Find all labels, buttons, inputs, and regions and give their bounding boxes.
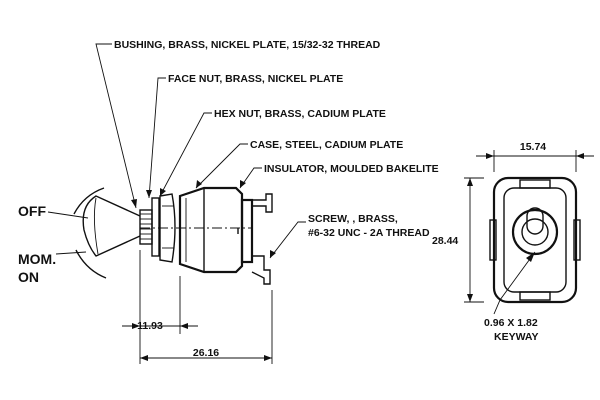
insulator	[240, 198, 254, 264]
toggle-lever	[82, 195, 141, 257]
side-dimension-lines	[122, 250, 273, 364]
callout-screw-line1: SCREW, , BRASS,	[308, 213, 398, 225]
case	[178, 186, 244, 274]
end-view	[489, 176, 581, 315]
toggle-lever-shading	[93, 197, 99, 255]
dimension-bushing-length: 11.93	[137, 320, 163, 332]
callout-keyway-line2: KEYWAY	[494, 331, 539, 343]
dimension-overall-length: 26.16	[193, 347, 219, 359]
off-pointer-line	[47, 211, 89, 219]
end-view-outline	[492, 176, 578, 304]
face-nut	[151, 197, 160, 257]
callout-case: CASE, STEEL, CADIUM PLATE	[250, 139, 403, 151]
upper-terminal	[252, 193, 273, 213]
callout-bushing: BUSHING, BRASS, NICKEL PLATE, 15/32-32 T…	[114, 39, 381, 51]
callout-keyway-line1: 0.96 X 1.82	[484, 317, 538, 329]
position-on-label: ON	[18, 269, 39, 285]
callout-leaders	[95, 43, 306, 259]
bushing-thread-marks	[140, 213, 152, 240]
callout-screw-line2: #6-32 UNC - 2A THREAD	[308, 227, 430, 239]
callout-insulator: INSULATOR, MOULDED BAKELITE	[264, 163, 439, 175]
end-dimension-lines	[464, 150, 594, 303]
position-off-label: OFF	[18, 203, 46, 219]
mom-motion-arc	[75, 249, 107, 279]
callout-face-nut: FACE NUT, BRASS, NICKEL PLATE	[168, 73, 343, 85]
off-motion-arc	[73, 187, 105, 215]
end-view-bushing-inner	[521, 218, 549, 246]
lower-terminal	[251, 255, 271, 285]
dimension-end-height: 28.44	[432, 235, 458, 247]
end-view-inner-outline	[503, 187, 567, 293]
mom-pointer-line	[55, 251, 87, 255]
dimension-end-width: 15.74	[520, 141, 546, 153]
hex-nut	[159, 193, 176, 263]
position-mom-label: MOM.	[18, 251, 56, 267]
end-view-toggle	[526, 207, 544, 235]
side-view	[47, 186, 273, 285]
callout-hex-nut: HEX NUT, BRASS, CADIUM PLATE	[214, 108, 386, 120]
end-view-bushing-outer	[511, 208, 559, 256]
